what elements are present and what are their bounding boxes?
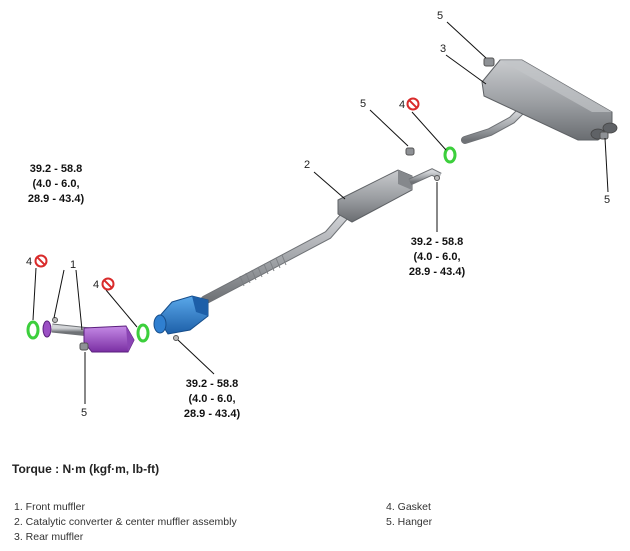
svg-text:28.9 - 43.4): 28.9 - 43.4)	[409, 266, 466, 278]
rear-pipe	[461, 108, 524, 144]
svg-text:(4.0 - 6.0,: (4.0 - 6.0,	[32, 178, 79, 190]
exhaust-system-diagram: 1 2 3 4 4 4 5 5 5 5 39.2 - 58.8 (4.0 - 6…	[26, 10, 618, 420]
torque-label-mid: 39.2 - 58.8 (4.0 - 6.0, 28.9 - 43.4)	[184, 378, 241, 420]
catalytic-converter	[153, 295, 209, 335]
bolt-front	[52, 317, 58, 323]
no-reuse-icon	[406, 97, 420, 111]
gasket-front	[26, 320, 40, 340]
hanger-mid	[405, 147, 415, 156]
svg-text:39.2 - 58.8: 39.2 - 58.8	[411, 236, 464, 248]
parts-legend-right: 4. Gasket 5. Hanger	[386, 500, 432, 530]
svg-text:39.2 - 58.8: 39.2 - 58.8	[186, 378, 239, 390]
hanger-rear-right	[599, 131, 609, 140]
torque-heading: Torque : N·m (kgf·m, lb-ft)	[12, 462, 160, 476]
legend-item: 2. Catalytic converter & center muffler …	[14, 516, 237, 528]
svg-text:28.9 - 43.4): 28.9 - 43.4)	[28, 193, 85, 205]
no-reuse-icon	[34, 254, 48, 268]
center-muffler	[337, 168, 442, 223]
no-reuse-icon	[101, 277, 115, 291]
callout-4-catalytic: 4	[93, 279, 99, 291]
front-muffler	[42, 320, 135, 353]
callout-5-rear-right: 5	[604, 194, 610, 206]
svg-text:(4.0 - 6.0,: (4.0 - 6.0,	[188, 393, 235, 405]
callout-3: 3	[440, 43, 446, 55]
bolt-rear	[434, 175, 440, 181]
center-pipe	[200, 207, 353, 305]
callout-5-rear-top: 5	[437, 10, 443, 22]
parts-legend-left: 1. Front muffler 2. Catalytic converter …	[14, 500, 237, 545]
svg-text:39.2 - 58.8: 39.2 - 58.8	[30, 163, 83, 175]
legend-item: 1. Front muffler	[14, 501, 85, 513]
callout-4-front: 4	[26, 256, 32, 268]
callout-5-mid: 5	[360, 98, 366, 110]
callout-1: 1	[70, 259, 76, 271]
legend-item: 3. Rear muffler	[14, 531, 84, 543]
callout-4-rear: 4	[399, 99, 405, 111]
legend-item: 5. Hanger	[386, 516, 433, 528]
callout-2: 2	[304, 159, 310, 171]
hanger-front	[79, 342, 89, 351]
legend-item: 4. Gasket	[386, 501, 431, 513]
hanger-rear-top	[483, 57, 495, 67]
gasket-catalytic	[136, 323, 150, 343]
leader-lines	[32, 21, 609, 404]
svg-text:(4.0 - 6.0,: (4.0 - 6.0,	[413, 251, 460, 263]
bolt-catalytic	[173, 335, 179, 341]
torque-label-front: 39.2 - 58.8 (4.0 - 6.0, 28.9 - 43.4)	[28, 163, 85, 205]
torque-label-rear: 39.2 - 58.8 (4.0 - 6.0, 28.9 - 43.4)	[409, 236, 466, 278]
svg-text:28.9 - 43.4): 28.9 - 43.4)	[184, 408, 241, 420]
callout-5-front: 5	[81, 407, 87, 419]
gasket-rear	[443, 146, 457, 164]
